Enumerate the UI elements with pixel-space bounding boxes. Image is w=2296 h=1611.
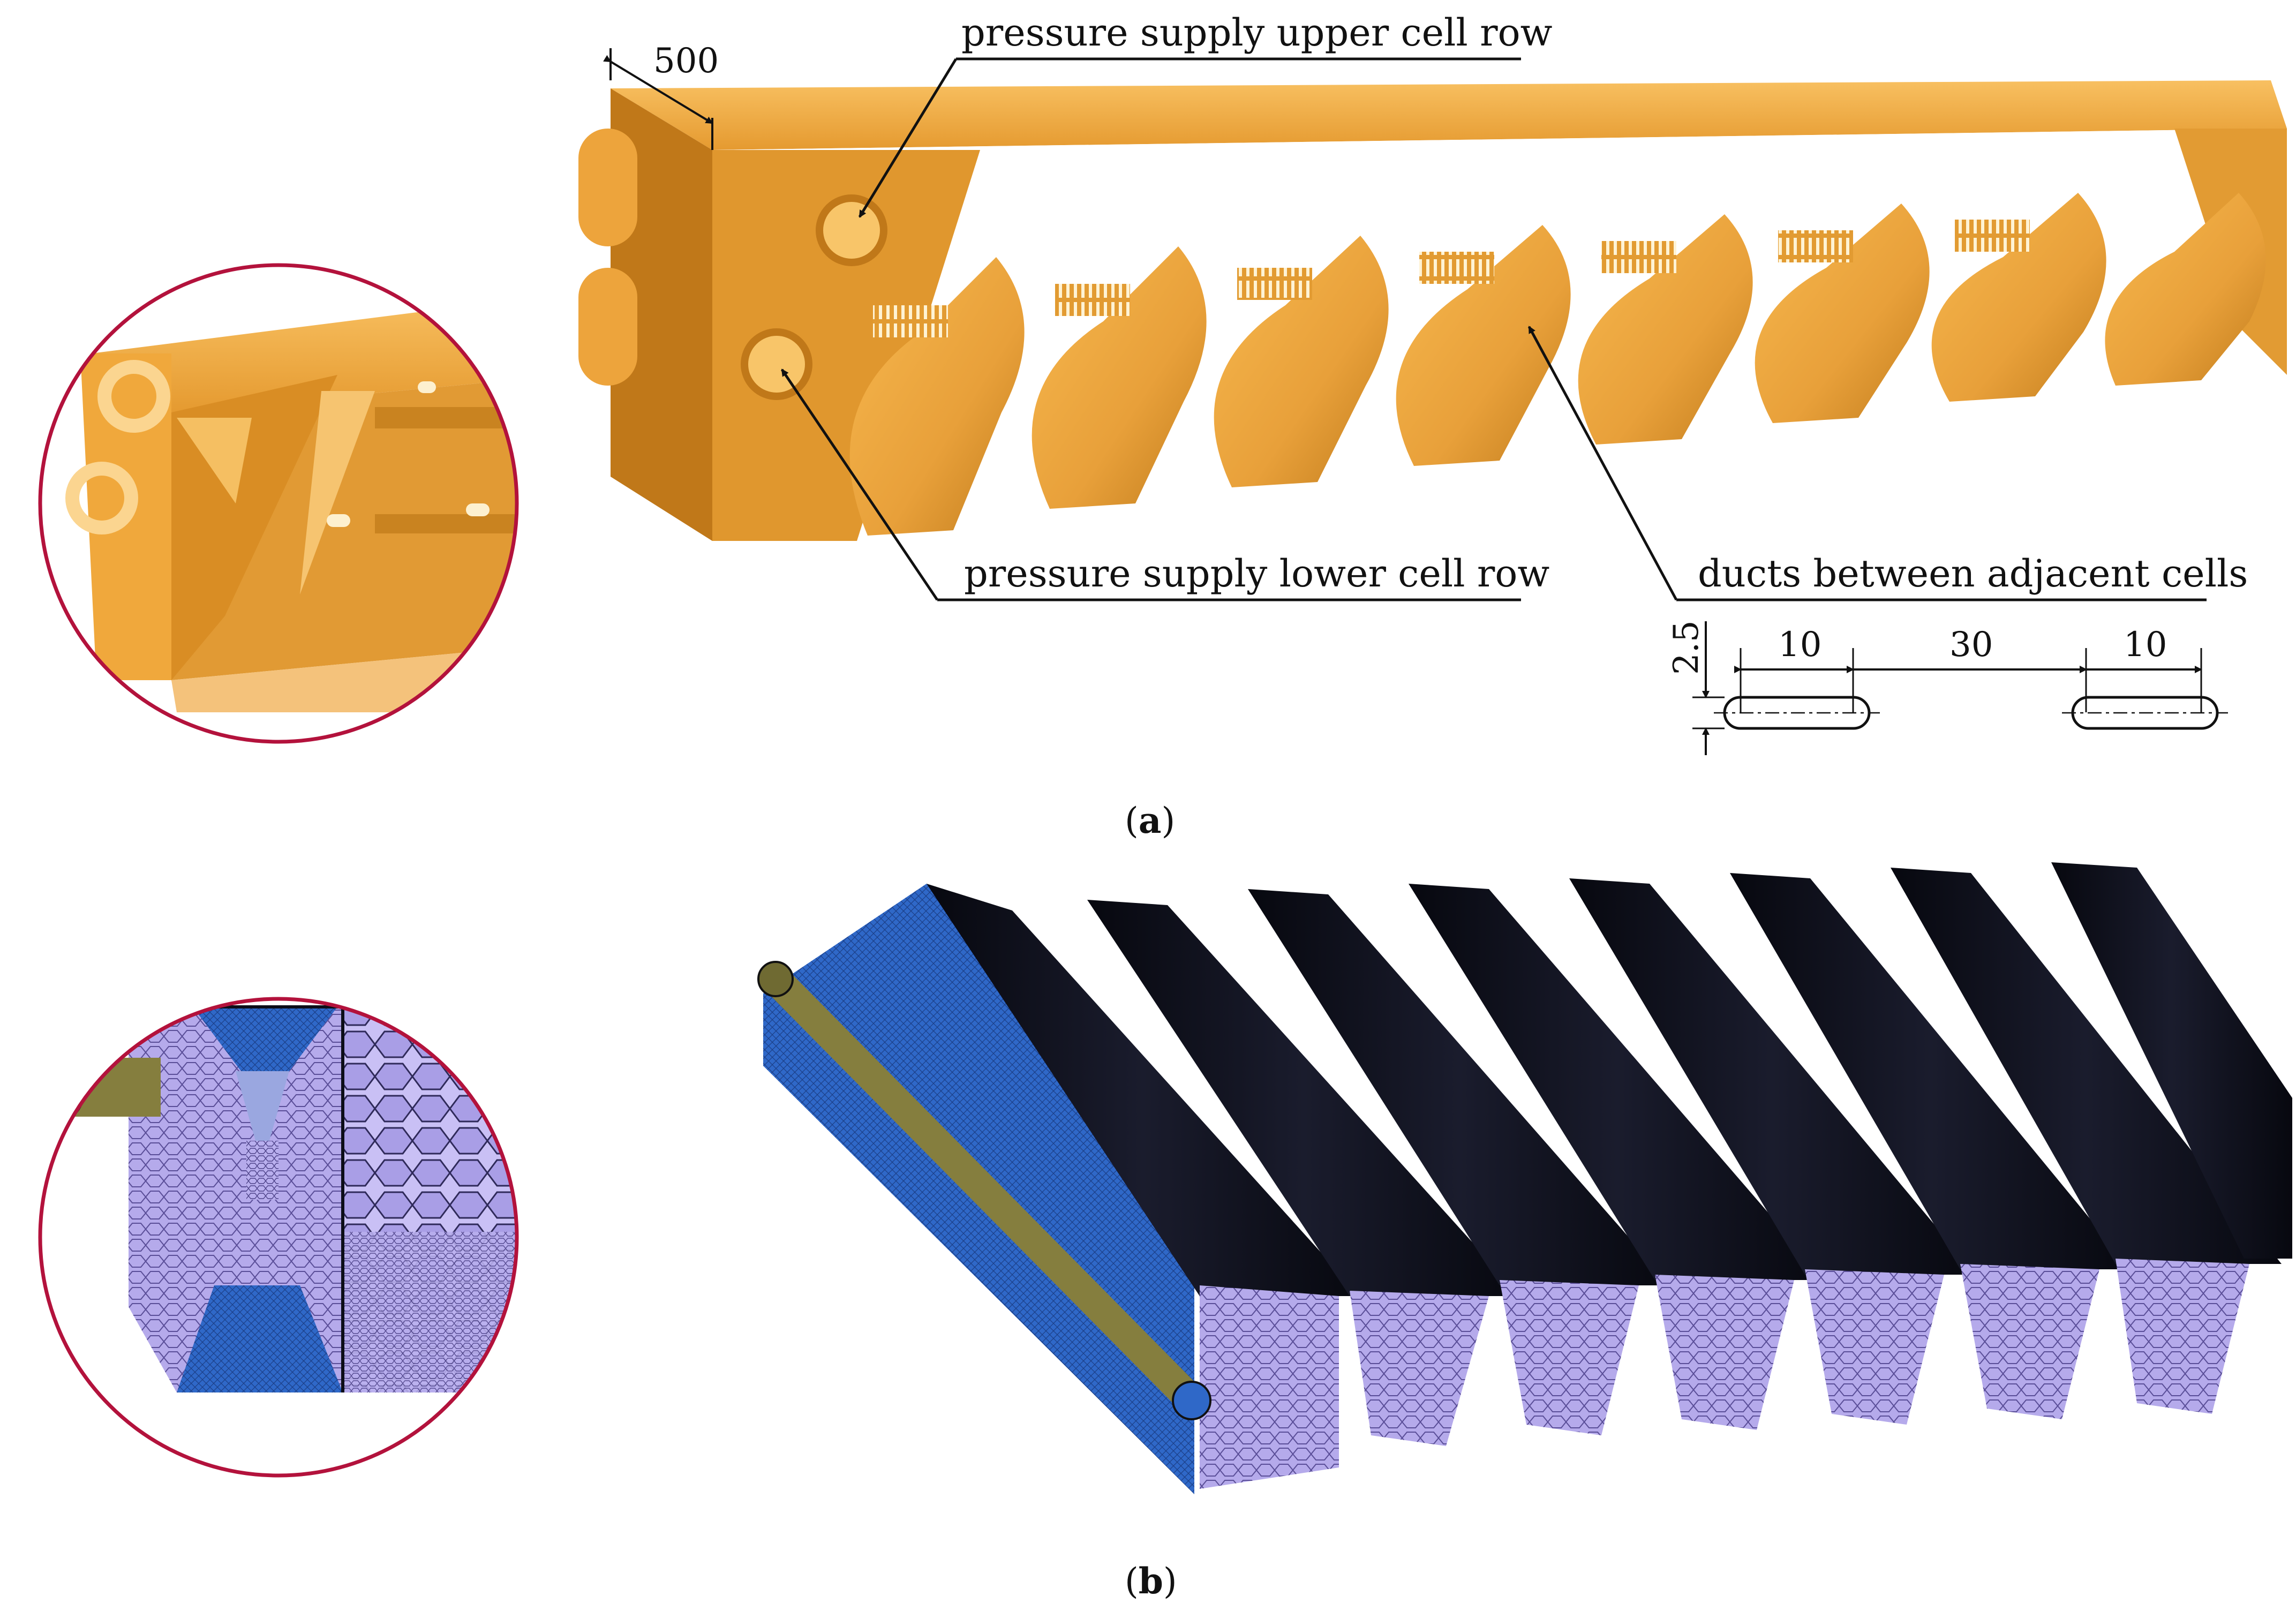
orange-cell [1396, 225, 1571, 466]
zoom-circle-a-outline [38, 263, 519, 744]
dimension-gap: 30 [1949, 625, 1993, 665]
dimension-length: 500 [603, 41, 719, 150]
label-pressure-upper: pressure supply upper cell row [961, 11, 1553, 55]
mesh-ridge [927, 884, 1360, 1489]
dimension-length-value: 500 [653, 41, 719, 81]
mesh-ridge [1569, 878, 1976, 1425]
mesh-ridge [1409, 884, 1826, 1430]
mesh-ridge [1891, 868, 2282, 1414]
caption-a: (a) [1125, 800, 1175, 841]
dimension-height: 2.5 [1667, 620, 1706, 675]
supply-rod [757, 961, 1211, 1420]
zoom-circle-b-outline [38, 997, 519, 1478]
orange-cell [1578, 214, 1753, 445]
slot-dimension-drawing: 10 30 10 2.5 [1667, 620, 2228, 755]
dimension-slot-right: 10 [2124, 625, 2167, 665]
dimension-slot-left: 10 [1778, 625, 1821, 665]
label-pressure-lower: pressure supply lower cell row [964, 552, 1549, 596]
mesh-ridge [1087, 900, 1521, 1446]
mesh-ridge [1248, 889, 1671, 1435]
orange-cell [1214, 236, 1389, 487]
zoom-circle-a [38, 263, 519, 744]
orange-cell [2105, 193, 2266, 386]
label-ducts: ducts between adjacent cells [1698, 552, 2248, 596]
mesh-assembly [757, 862, 2292, 1494]
orange-cell [1032, 246, 1207, 509]
orange-cell [849, 257, 1025, 536]
annotation-leaders [780, 57, 2207, 601]
zoom-circle-b [38, 997, 519, 1478]
caption-b: (b) [1125, 1560, 1177, 1602]
mesh-ridge [2051, 862, 2292, 1259]
orange-cells [849, 193, 2266, 536]
panel-b: (b) [38, 862, 2292, 1602]
orange-cell [1755, 204, 1930, 423]
orange-cell [1931, 193, 2106, 402]
mesh-ridge [1730, 873, 2132, 1419]
panel-a: 500 pressure supply upper cell row press… [38, 11, 2287, 841]
